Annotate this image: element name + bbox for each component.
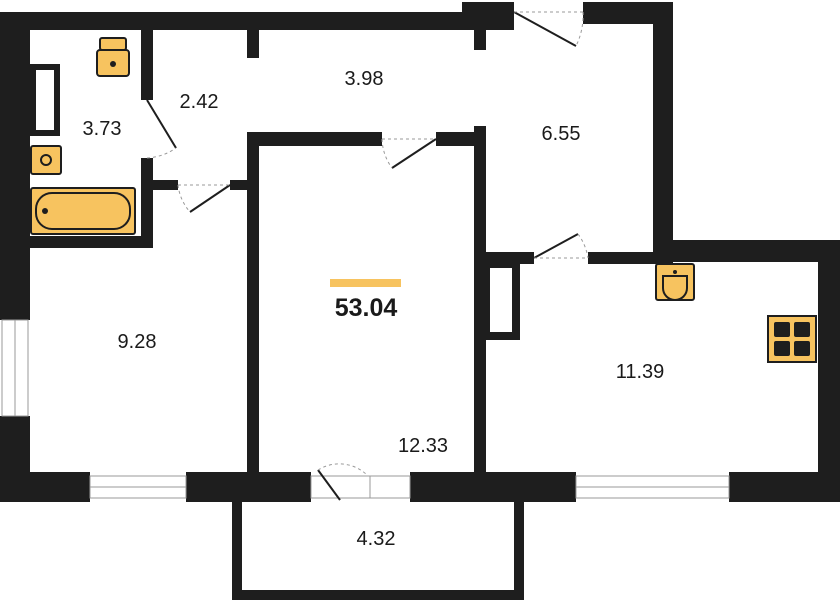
window-bottom-kitchen bbox=[575, 475, 730, 499]
kitchen-sink-icon bbox=[655, 263, 695, 301]
room-area-wc: 2.42 bbox=[180, 91, 219, 113]
total-area-accent-bar bbox=[330, 279, 401, 287]
room-area-kitchen: 11.39 bbox=[616, 361, 665, 383]
wall-kitchen-top-inner bbox=[486, 252, 534, 264]
room-area-balcony: 4.32 bbox=[357, 528, 396, 550]
balcony-door bbox=[310, 463, 411, 501]
vent-shaft-icon bbox=[30, 64, 60, 136]
room-area-hall: 6.55 bbox=[542, 123, 581, 145]
wall-living-left bbox=[247, 132, 259, 472]
wall-bottom-4 bbox=[729, 472, 840, 502]
wall-bottom-2 bbox=[186, 472, 311, 502]
wc-door bbox=[146, 99, 177, 159]
wall-wc-bottom-right bbox=[230, 180, 258, 190]
wall-wc-bottom-left bbox=[153, 180, 178, 190]
room-area-living-room: 12.33 bbox=[398, 435, 448, 457]
stove-icon bbox=[767, 315, 817, 363]
wall-hall-partition-top bbox=[474, 30, 486, 50]
window-bottom-bedroom bbox=[89, 475, 187, 499]
wall-living-top-left bbox=[247, 132, 382, 146]
bathtub-icon bbox=[30, 187, 136, 235]
bedroom-door bbox=[177, 184, 231, 213]
wall-hall-partition bbox=[474, 126, 486, 472]
wall-top-hall-right bbox=[583, 2, 673, 24]
balcony-wall-right bbox=[514, 502, 524, 600]
room-area-corridor: 3.98 bbox=[345, 68, 384, 90]
wall-top-left bbox=[0, 12, 462, 30]
wall-living-top-right bbox=[436, 132, 486, 146]
balcony-wall-left bbox=[232, 502, 242, 600]
balcony bbox=[232, 502, 524, 600]
wall-kitchen-top bbox=[653, 240, 840, 262]
balcony-wall-bottom bbox=[232, 590, 524, 600]
wall-bath-bottom bbox=[30, 236, 153, 248]
window-left bbox=[1, 319, 29, 417]
wall-bottom-3 bbox=[410, 472, 576, 502]
wall-stub-top bbox=[247, 30, 259, 58]
living-door bbox=[381, 138, 437, 169]
wall-top-hall-left bbox=[462, 2, 514, 30]
kitchen-niche-inner bbox=[490, 268, 512, 332]
kitchen-door bbox=[533, 233, 589, 259]
wall-kitchen-top-inner-right bbox=[588, 252, 673, 264]
bathroom-sink-icon bbox=[30, 145, 62, 175]
wall-bath-wc-upper bbox=[141, 30, 153, 100]
total-area: 53.04 bbox=[335, 294, 398, 322]
wall-bottom-1 bbox=[0, 472, 90, 502]
fixtures bbox=[30, 37, 817, 363]
wall-kitchen-right bbox=[818, 240, 840, 502]
outer-walls bbox=[0, 2, 840, 502]
windows bbox=[1, 319, 730, 501]
room-area-bedroom: 9.28 bbox=[118, 331, 157, 353]
doors bbox=[146, 2, 589, 259]
wall-bath-wc-lower bbox=[141, 158, 153, 246]
wall-hall-right bbox=[653, 2, 673, 260]
inner-walls bbox=[30, 30, 673, 472]
toilet-icon bbox=[96, 37, 130, 77]
room-area-bathroom: 3.73 bbox=[83, 118, 122, 140]
entrance-door bbox=[513, 2, 584, 47]
wall-left-upper bbox=[0, 12, 30, 320]
